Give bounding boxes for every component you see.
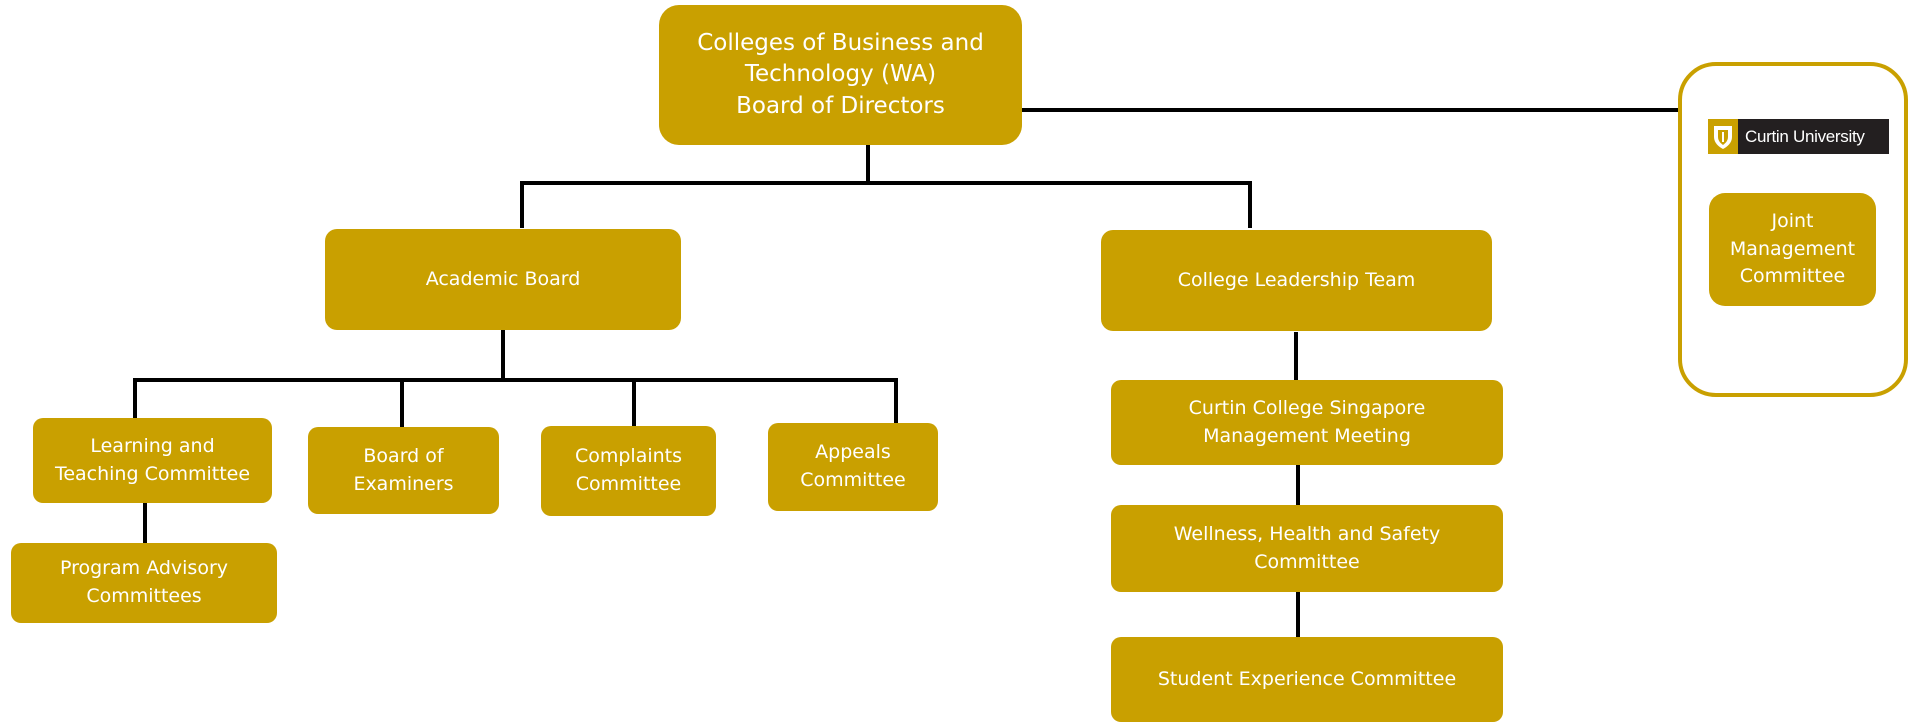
wellness-health-safety-committee-box: Wellness, Health and Safety Committee <box>1111 505 1503 592</box>
student-experience-committee-label: Student Experience Committee <box>1157 667 1457 690</box>
curtin-logo-text: Curtin University <box>1745 126 1865 146</box>
program-advisory-committees-label: Program Advisory Committees <box>59 557 229 607</box>
joint-management-committee-label: Joint Management Committee <box>1729 210 1856 288</box>
student-experience-committee-box: Student Experience Committee <box>1111 637 1503 722</box>
board-of-directors-label: Colleges of Business and Technology (WA)… <box>697 30 984 119</box>
board-of-examiners-label: Board of Examiners <box>353 444 454 495</box>
joint-management-committee-box: Joint Management Committee <box>1709 193 1876 306</box>
curtin-university-logo: Curtin University <box>1708 119 1889 154</box>
board-of-examiners-box: Board of Examiners <box>308 427 499 514</box>
learning-teaching-committee-label: Learning and Teaching Committee <box>54 434 251 485</box>
college-leadership-team-box: College Leadership Team <box>1101 230 1492 331</box>
appeals-committee-label: Appeals Committee <box>800 441 906 491</box>
program-advisory-committees-box: Program Advisory Committees <box>11 543 277 623</box>
wellness-health-safety-committee-label: Wellness, Health and Safety Committee <box>1173 522 1441 573</box>
complaints-committee-box: Complaints Committee <box>541 426 716 516</box>
academic-board-label: Academic Board <box>425 267 581 290</box>
ccs-management-meeting-box: Curtin College Singapore Management Meet… <box>1111 380 1503 465</box>
complaints-committee-label: Complaints Committee <box>574 445 683 495</box>
appeals-committee-box: Appeals Committee <box>768 423 938 511</box>
curtin-shield-icon <box>1708 119 1738 154</box>
learning-teaching-committee-box: Learning and Teaching Committee <box>33 418 272 503</box>
ccs-management-meeting-label: Curtin College Singapore Management Meet… <box>1188 396 1426 447</box>
college-leadership-team-label: College Leadership Team <box>1177 268 1416 291</box>
academic-board-box: Academic Board <box>325 229 681 330</box>
board-of-directors-box: Colleges of Business and Technology (WA)… <box>659 5 1022 145</box>
